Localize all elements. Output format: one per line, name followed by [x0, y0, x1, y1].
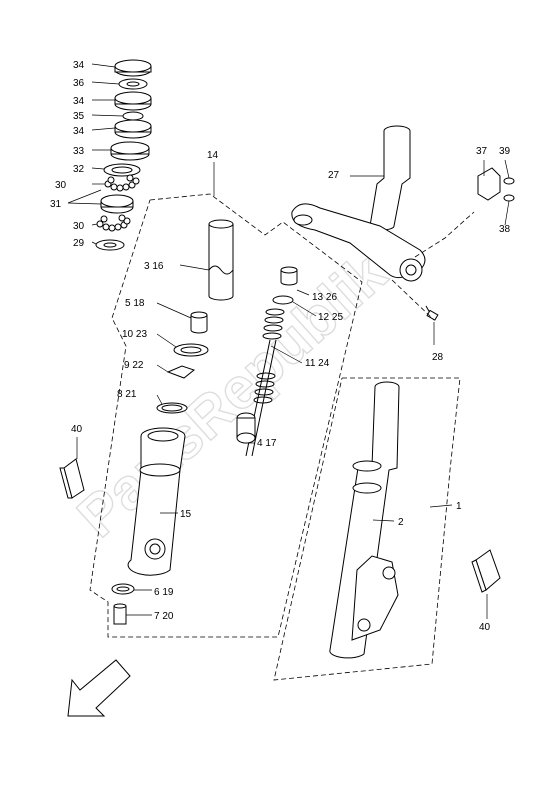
callout-10-23: 10 23 [122, 329, 147, 340]
callout-27: 27 [328, 170, 340, 181]
callout-13-26: 13 26 [312, 292, 337, 303]
callout-38: 38 [499, 224, 511, 235]
callout-1: 1 [456, 501, 462, 512]
fork-assembly-boundary [273, 377, 461, 681]
callout-36: 36 [73, 78, 85, 89]
fork-assembly-2 [329, 381, 400, 659]
callout-31: 31 [50, 199, 62, 210]
callout-15: 15 [180, 509, 192, 520]
bracket-37 [477, 159, 515, 226]
callouts: 34 36 34 35 34 33 32 30 31 30 29 14 27 3… [50, 60, 511, 633]
callout-9-22: 9 22 [124, 360, 144, 371]
callout-29: 29 [73, 238, 85, 249]
callout-39: 39 [499, 146, 511, 157]
callout-35: 35 [73, 111, 85, 122]
callout-30: 30 [55, 180, 67, 191]
spring [253, 308, 285, 404]
callout-5-18: 5 18 [125, 298, 145, 309]
label-40-right [471, 549, 501, 619]
callout-34: 34 [73, 126, 85, 137]
spring-damper [236, 266, 317, 457]
callout-40: 40 [71, 424, 83, 435]
callout-7-20: 7 20 [154, 611, 174, 622]
callout-14: 14 [207, 150, 219, 161]
callout-6-19: 6 19 [154, 587, 174, 598]
front-direction-arrow [67, 659, 131, 717]
label-40-left [59, 437, 85, 499]
callout-11-24: 11 24 [305, 358, 330, 369]
callout-12-25: 12 25 [318, 312, 343, 323]
triple-clamp-27 [291, 125, 475, 345]
callout-37: 37 [476, 146, 488, 157]
callout-8-21: 8 21 [117, 389, 137, 400]
callout-40: 40 [479, 622, 491, 633]
fork-slider-15 [111, 427, 186, 625]
callout-34: 34 [73, 60, 85, 71]
callout-28: 28 [432, 352, 444, 363]
kit-14-boundary [89, 162, 363, 638]
inner-tube-parts [156, 219, 234, 414]
callout-30: 30 [73, 221, 85, 232]
callout-3-16: 3 16 [144, 261, 164, 272]
callout-34: 34 [73, 96, 85, 107]
callout-2: 2 [398, 517, 404, 528]
callout-4-17: 4 17 [257, 438, 277, 449]
callout-33: 33 [73, 146, 85, 157]
callout-32: 32 [73, 164, 85, 175]
bearing-leaders [67, 63, 124, 245]
